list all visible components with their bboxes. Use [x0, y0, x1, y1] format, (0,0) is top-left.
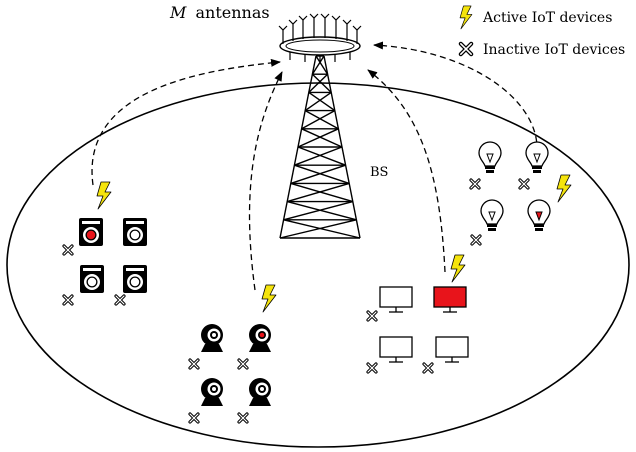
inactive-x-icon: [518, 178, 530, 190]
inactive-x-icon: [237, 412, 249, 424]
uplink-webcam: [248, 71, 283, 291]
legend-active-label: Active IoT devices: [482, 10, 612, 26]
active-indicator-bolt: [450, 254, 466, 283]
legend-inactive-icon: [461, 44, 471, 54]
washing-machine-group: [62, 181, 147, 306]
monitor-group: [366, 254, 469, 374]
inactive-x-icon: [114, 294, 126, 306]
bs-label: BS: [370, 165, 388, 180]
inactive-x-icon: [62, 294, 74, 306]
monitor-icon-active: [433, 286, 467, 313]
webcam-icon: [249, 378, 271, 406]
inactive-x-icon: [188, 412, 200, 424]
uplink-washer: [91, 58, 281, 186]
inactive-x-icon: [188, 358, 200, 370]
webcam-group: [188, 284, 277, 424]
light-bulb-icon-active: [527, 199, 551, 232]
uplink-bulb: [373, 41, 538, 153]
antennas-label: M antennas: [169, 3, 270, 22]
inactive-x-icon: [422, 362, 434, 374]
webcam-icon: [201, 324, 223, 352]
monitor-icon: [435, 336, 469, 363]
light-bulb-group: [469, 141, 572, 246]
legend-inactive-label: Inactive IoT devices: [483, 42, 625, 58]
light-bulb-icon: [480, 199, 504, 232]
inactive-x-icon: [237, 358, 249, 370]
legend-active-icon: [459, 5, 473, 30]
active-indicator-bolt: [96, 181, 112, 210]
active-indicator-bolt: [556, 174, 572, 203]
washing-machine-icon: [123, 265, 147, 293]
legend: Active IoT devices Inactive IoT devices: [459, 5, 625, 58]
webcam-icon-active: [249, 324, 271, 352]
antenna-array: [278, 13, 362, 62]
washing-machine-icon: [80, 265, 104, 293]
active-indicator-bolt: [261, 284, 277, 313]
monitor-icon: [379, 286, 413, 313]
inactive-x-icon: [366, 362, 378, 374]
webcam-icon: [201, 378, 223, 406]
washing-machine-icon-active: [79, 218, 103, 246]
uplink-arrows: [91, 41, 538, 291]
inactive-x-icon: [366, 310, 378, 322]
light-bulb-icon: [525, 141, 549, 174]
base-station-tower: [279, 55, 361, 239]
inactive-x-icon: [470, 234, 482, 246]
inactive-x-icon: [469, 178, 481, 190]
washing-machine-icon: [123, 218, 147, 246]
inactive-x-icon: [62, 244, 74, 256]
monitor-icon: [379, 336, 413, 363]
light-bulb-icon: [478, 141, 502, 174]
